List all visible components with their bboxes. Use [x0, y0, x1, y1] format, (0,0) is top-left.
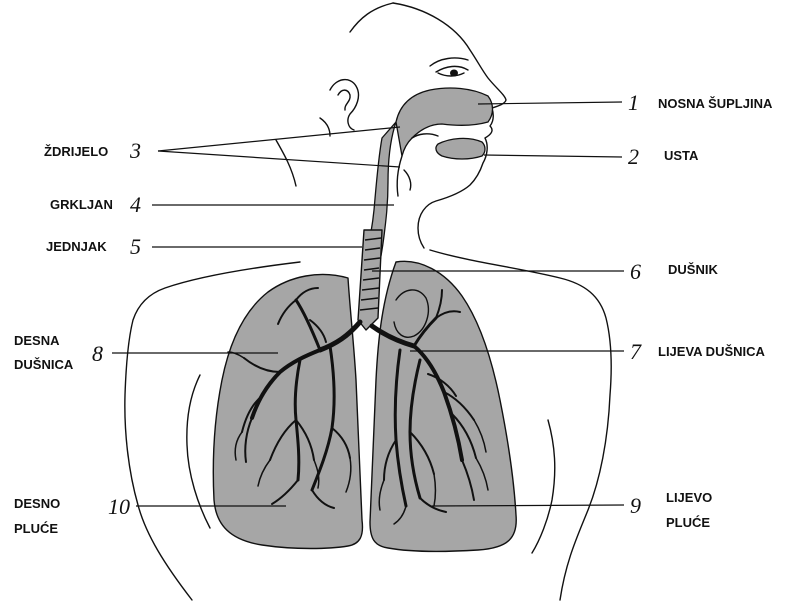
- label-desno-pluce-line2: PLUĆE: [14, 521, 58, 536]
- number-10: 10: [108, 494, 130, 519]
- right-lung: [213, 274, 362, 548]
- label-dusnik: DUŠNIK: [668, 262, 718, 277]
- label-usta: USTA: [664, 148, 699, 163]
- number-2: 2: [628, 144, 639, 169]
- number-4: 4: [130, 192, 141, 217]
- number-6: 6: [630, 259, 641, 284]
- label-lijevo-pluce-line1: LIJEVO: [666, 490, 712, 505]
- label-nosna-supljina: NOSNA ŠUPLJINA: [658, 96, 773, 111]
- label-zdrijelo: ŽDRIJELO: [44, 144, 108, 159]
- number-5: 5: [130, 234, 141, 259]
- leader-3a: [158, 127, 400, 151]
- label-desna-dusnica-line2: DUŠNICA: [14, 357, 74, 372]
- label-desno-pluce-line1: DESNO: [14, 496, 60, 511]
- number-7: 7: [630, 339, 642, 364]
- label-lijevo-pluce-line2: PLUĆE: [666, 515, 710, 530]
- label-desna-dusnica-line1: DESNA: [14, 333, 60, 348]
- number-8: 8: [92, 341, 103, 366]
- number-9: 9: [630, 493, 641, 518]
- left-lung: [370, 261, 516, 551]
- leader-3b: [158, 151, 400, 167]
- mouth-cavity: [436, 138, 485, 159]
- number-1: 1: [628, 90, 639, 115]
- label-jednjak: JEDNJAK: [46, 239, 107, 254]
- leader-1: [478, 102, 622, 104]
- label-grkljan: GRKLJAN: [50, 197, 113, 212]
- label-lijeva-dusnica: LIJEVA DUŠNICA: [658, 344, 766, 359]
- trachea: [358, 230, 382, 330]
- leader-2: [484, 155, 622, 157]
- number-3: 3: [129, 138, 141, 163]
